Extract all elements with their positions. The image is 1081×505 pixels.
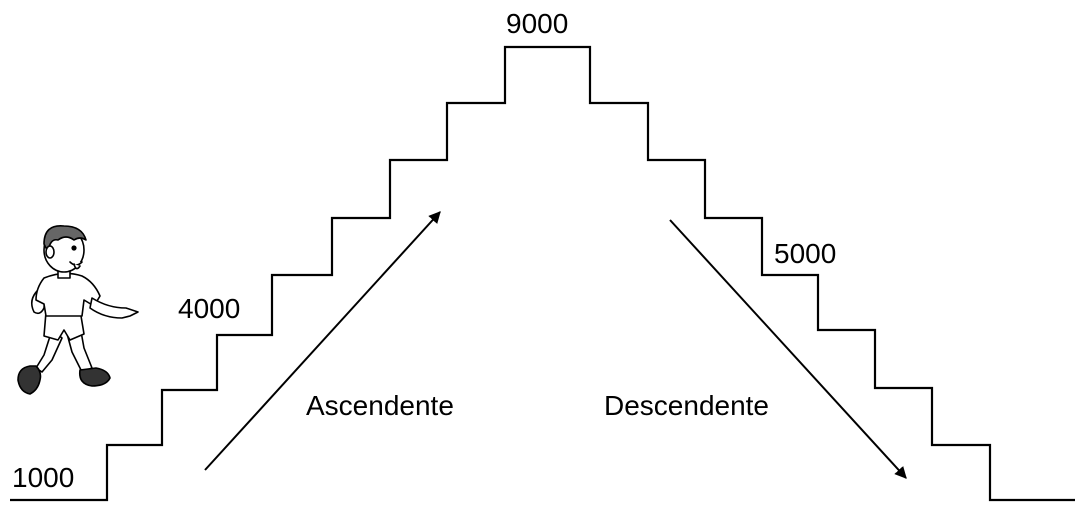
label-4000: 4000	[178, 293, 240, 324]
staircase-outline	[10, 45, 1075, 502]
label-5000: 5000	[774, 238, 836, 269]
label-9000: 9000	[506, 8, 568, 39]
running-boy-icon	[17, 225, 139, 395]
ascending-label: Ascendente	[306, 390, 454, 421]
label-1000: 1000	[12, 462, 74, 493]
descending-label: Descendente	[604, 390, 769, 421]
ascending-arrow	[204, 211, 441, 471]
descending-arrow	[669, 219, 907, 479]
